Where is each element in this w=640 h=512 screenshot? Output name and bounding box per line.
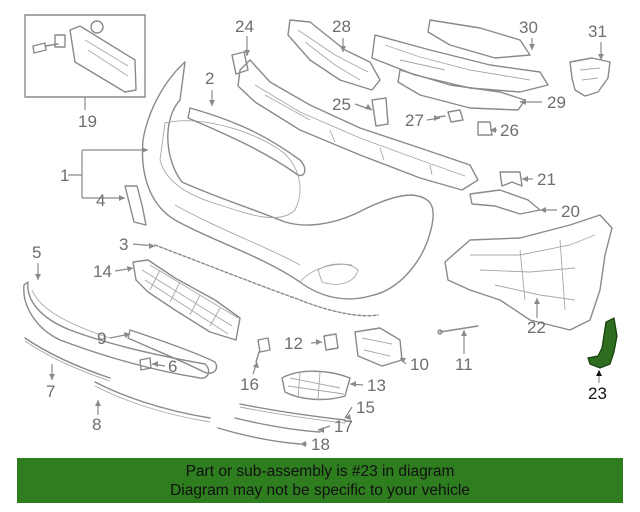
part-3-lower-trim[interactable]: [154, 244, 379, 317]
part-30-impact-absorber[interactable]: [371, 19, 549, 93]
label-13[interactable]: 13: [367, 376, 386, 395]
label-2[interactable]: 2: [205, 69, 214, 88]
part-4-reflector[interactable]: [124, 185, 147, 226]
label-20[interactable]: 20: [561, 202, 580, 221]
part-29-lower-absorber[interactable]: [397, 69, 526, 111]
part-5-lower-spoiler[interactable]: [23, 281, 210, 379]
clip-shape: [54, 34, 66, 48]
part-number-labels: 19 1 4 2 24 28 30 31 25 27 26 29 21 20 2…: [32, 17, 607, 454]
label-26[interactable]: 26: [500, 121, 519, 140]
label-19[interactable]: 19: [78, 112, 97, 131]
part-18-lower-chrome[interactable]: [217, 427, 301, 445]
label-12[interactable]: 12: [284, 334, 303, 353]
label-28[interactable]: 28: [332, 17, 351, 36]
label-16[interactable]: 16: [240, 375, 259, 394]
part-21-retainer[interactable]: [499, 171, 523, 187]
screw-shape: [32, 42, 59, 54]
label-18[interactable]: 18: [311, 435, 330, 454]
part-9-moulding[interactable]: [127, 329, 218, 374]
banner-line-part-number: Part or sub-assembly is #23 in diagram: [185, 463, 455, 480]
part-28-air-duct[interactable]: [287, 19, 381, 91]
part-22-side-mount-bracket[interactable]: [444, 214, 613, 331]
part-notice-banner: Part or sub-assembly is #23 in diagram D…: [17, 458, 623, 503]
label-15[interactable]: 15: [356, 398, 375, 417]
part-7-lower-trim[interactable]: [24, 337, 111, 379]
label-17[interactable]: 17: [334, 417, 353, 436]
label-30[interactable]: 30: [519, 18, 538, 37]
label-5[interactable]: 5: [32, 243, 41, 262]
part-15-trim[interactable]: [239, 403, 346, 421]
part-17-chrome-strip[interactable]: [234, 417, 321, 433]
label-6[interactable]: 6: [168, 357, 177, 376]
label-23[interactable]: 23: [588, 384, 607, 403]
exploded-parts-diagram: 19 1 4 2 24 28 30 31 25 27 26 29 21 20 2…: [23, 14, 618, 454]
part-24-grille-support[interactable]: [231, 51, 479, 191]
label-24[interactable]: 24: [235, 17, 254, 36]
label-25[interactable]: 25: [332, 95, 351, 114]
label-27[interactable]: 27: [405, 111, 424, 130]
label-11[interactable]: 11: [455, 355, 473, 374]
banner-line-disclaimer: Diagram may not be specific to your vehi…: [170, 482, 470, 499]
label-4[interactable]: 4: [96, 191, 105, 210]
label-10[interactable]: 10: [410, 355, 429, 374]
part-11-pin[interactable]: [439, 325, 479, 333]
part-8-chrome-trim[interactable]: [94, 381, 211, 419]
label-29[interactable]: 29: [547, 93, 566, 112]
part-1-bumper-cover[interactable]: [141, 61, 434, 300]
part-23-highlighted-bracket[interactable]: [587, 317, 618, 369]
inset-frame: [24, 14, 146, 98]
part-26-nut[interactable]: [477, 121, 493, 136]
label-1[interactable]: 1: [60, 166, 69, 185]
label-8[interactable]: 8: [92, 415, 101, 434]
part-14-center-grille[interactable]: [132, 259, 241, 341]
part-13-grille-insert[interactable]: [281, 370, 351, 401]
label-7[interactable]: 7: [46, 382, 55, 401]
part-10-fog-cover[interactable]: [354, 327, 403, 367]
label-21[interactable]: 21: [537, 170, 556, 189]
nut-shape: [90, 20, 104, 34]
part-6-clip[interactable]: [139, 357, 152, 371]
license-bracket-shape: [69, 25, 137, 93]
part-31-side-bracket[interactable]: [569, 57, 611, 97]
part-19-inset[interactable]: [24, 14, 146, 98]
part-27-bolt[interactable]: [437, 109, 464, 123]
part-25-clip[interactable]: [371, 97, 389, 127]
part-16-bolt[interactable]: [255, 337, 271, 363]
label-14[interactable]: 14: [93, 262, 112, 281]
label-9[interactable]: 9: [97, 329, 106, 348]
part-12-sensor[interactable]: [323, 333, 339, 351]
leader-arrowheads: [35, 44, 604, 447]
label-22[interactable]: 22: [527, 318, 546, 337]
part-20-guide-bracket[interactable]: [469, 189, 541, 215]
part-2-upper-trim-strip[interactable]: [187, 107, 306, 177]
label-3[interactable]: 3: [119, 235, 128, 254]
label-31[interactable]: 31: [588, 22, 607, 41]
